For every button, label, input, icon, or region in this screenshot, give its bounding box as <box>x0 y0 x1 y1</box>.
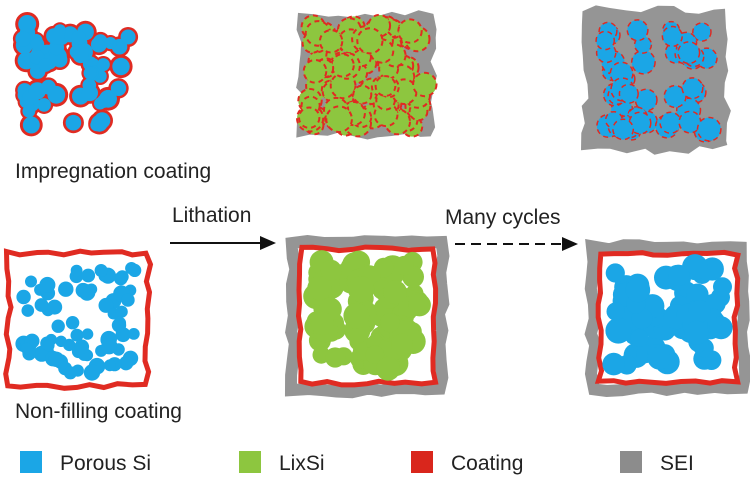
legend-swatch-porous-si <box>20 451 42 473</box>
legend-label-sei: SEI <box>660 452 694 475</box>
non-filling-coating-label: Non-filling coating <box>15 400 182 423</box>
non-filling-cycled-particle <box>584 239 750 398</box>
non-filling-porous-si-particle <box>3 248 154 391</box>
impregnation-coating-label: Impregnation coating <box>15 160 211 183</box>
impregnation-porous-si-particle <box>12 12 139 137</box>
legend-item-porous-si: Porous Si <box>20 451 151 475</box>
legend-label-lixsi: LixSi <box>279 452 325 475</box>
lithation-label: Lithation <box>172 204 251 227</box>
impregnation-lithiated-particle <box>296 10 438 140</box>
impregnation-cycled-particle <box>581 5 731 155</box>
legend-item-sei: SEI <box>620 451 694 475</box>
legend-item-lixsi: LixSi <box>239 451 325 475</box>
many-cycles-arrow <box>455 237 578 251</box>
many-cycles-label: Many cycles <box>445 206 561 229</box>
legend: Porous Si LixSi Coating SEI <box>20 451 694 475</box>
legend-swatch-coating <box>411 451 433 473</box>
lithation-arrow <box>170 236 276 250</box>
non-filling-lithiated-particle <box>284 234 450 399</box>
legend-swatch-lixsi <box>239 451 261 473</box>
legend-label-coating: Coating <box>451 452 523 475</box>
legend-item-coating: Coating <box>411 451 523 475</box>
legend-label-porous-si: Porous Si <box>60 452 151 475</box>
legend-swatch-sei <box>620 451 642 473</box>
